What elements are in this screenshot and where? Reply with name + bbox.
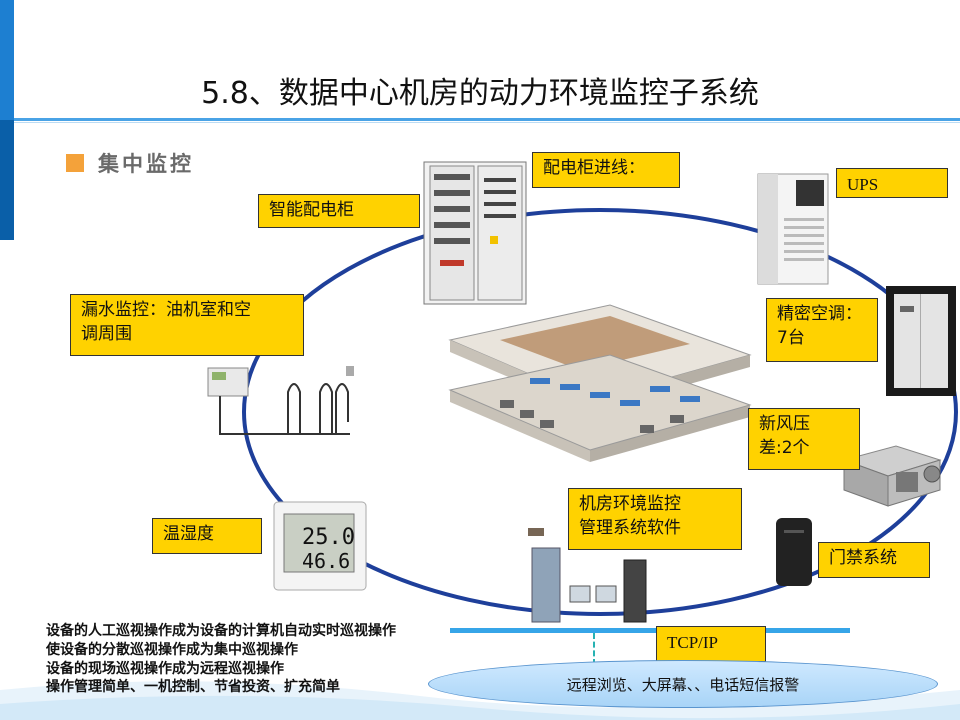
- precision-ac-label-line1: 精密空调：: [777, 304, 862, 324]
- title-underline: [14, 118, 960, 121]
- monitoring-software-label-line2: 管理系统软件: [579, 517, 681, 538]
- power-cabinet-icon: [423, 161, 527, 305]
- tcpip-label: TCP/IP: [656, 626, 766, 662]
- temp-humidity-label: 温湿度: [152, 518, 262, 554]
- leak-monitor-label-line1: 漏水监控：油机室和空: [81, 300, 251, 320]
- ups-label: UPS: [836, 168, 948, 198]
- network-line: [450, 628, 850, 633]
- section-title: 集中监控: [98, 152, 194, 176]
- page-title: 5.8、数据中心机房的动力环境监控子系统: [201, 76, 759, 111]
- benefit-item: 设备的现场巡视操作成为远程巡视操作: [46, 660, 284, 677]
- title-underline-light: [14, 122, 960, 123]
- cabinet-feed-label: 配电柜进线：: [532, 152, 680, 188]
- fresh-air-label-line2: 差:2个: [759, 437, 810, 458]
- benefit-item: 使设备的分散巡视操作成为集中巡视操作: [46, 641, 298, 658]
- benefit-item: 设备的人工巡视操作成为设备的计算机自动实时巡视操作: [46, 623, 396, 639]
- bullet-square-icon: [66, 154, 84, 172]
- network-uplink-dashed: [593, 633, 595, 665]
- thermo-hygrometer-icon: 25.0 46.6: [273, 501, 367, 591]
- leak-sensor-icon: [207, 366, 354, 435]
- datacenter-building-icon: [448, 304, 752, 462]
- leak-monitor-label-line2: 调周围: [81, 323, 132, 344]
- access-control-label: 门禁系统: [818, 542, 930, 578]
- remote-access-ellipse: 远程浏览、大屏幕、、电话短信报警: [428, 660, 938, 708]
- decorative-wave: [0, 681, 960, 720]
- section-heading: 集中监控: [66, 148, 194, 178]
- monitoring-server-icon: [528, 528, 647, 623]
- card-reader-icon: [776, 518, 812, 586]
- humidity-readout: 46.6: [302, 549, 350, 573]
- precision-ac-label-line2: 7台: [777, 327, 805, 348]
- leak-monitor-label: 漏水监控：油机室和空 调周围: [70, 294, 304, 356]
- benefit-item: 操作管理简单、一机控制、节省投资、扩充简单: [46, 679, 340, 696]
- temperature-readout: 25.0: [302, 525, 355, 550]
- fresh-air-label-line1: 新风压: [759, 414, 810, 434]
- monitoring-software-label: 机房环境监控 管理系统软件: [568, 488, 742, 550]
- smart-cabinet-label: 智能配电柜: [258, 194, 420, 228]
- ups-cabinet-icon: [757, 173, 829, 285]
- remote-access-text: 远程浏览、大屏幕、、电话短信报警: [566, 675, 800, 694]
- precision-ac-icon: [886, 286, 956, 396]
- fresh-air-label: 新风压 差:2个: [748, 408, 860, 470]
- precision-ac-label: 精密空调： 7台: [766, 298, 878, 362]
- monitoring-software-label-line1: 机房环境监控: [579, 494, 681, 514]
- benefits-list: 设备的人工巡视操作成为设备的计算机自动实时巡视操作 使设备的分散巡视操作成为集中…: [46, 622, 396, 697]
- left-accent-bar-top: [0, 0, 14, 120]
- fresh-air-unit-icon: [842, 445, 942, 507]
